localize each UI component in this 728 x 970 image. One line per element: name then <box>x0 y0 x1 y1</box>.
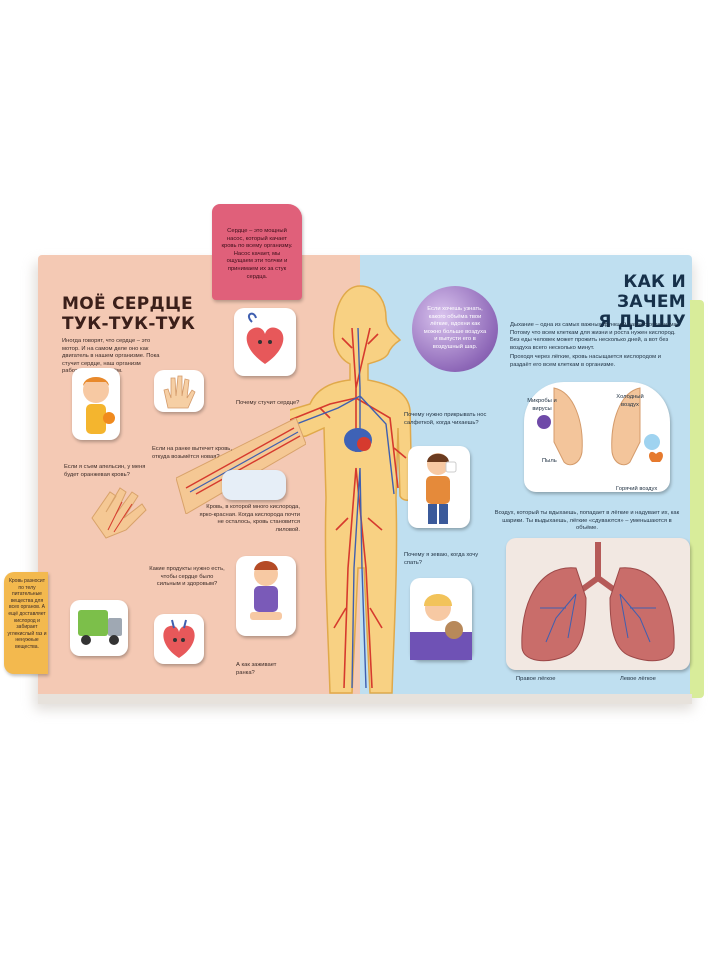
truck-icon <box>78 610 122 645</box>
question-healthy-food: Какие продукты нужно есть, чтобы сердце … <box>149 566 225 588</box>
question-tissue-sneeze: Почему нужно прикрывать нос салфеткой, к… <box>404 412 487 426</box>
question-orange-blood: Если я съем апельсин, у меня будет оранж… <box>64 464 146 478</box>
arm-popup[interactable] <box>176 418 306 514</box>
label-hot-air: Горячий воздух <box>616 486 658 492</box>
right-title: КАК И ЗАЧЕМ Я ДЫШУ <box>556 272 686 332</box>
yellow-pull-tab[interactable]: Кровь разносит по телу питательные вещес… <box>4 572 48 674</box>
question-yawn: Почему я зеваю, когда хочу спать? <box>404 552 479 566</box>
pink-tab-text: Сердце – это мощный насос, который качае… <box>221 228 293 280</box>
left-title: МОЁ СЕРДЦЕ ТУК-ТУК-ТУК <box>62 294 212 334</box>
left-title-line2: ТУК-ТУК-ТУК <box>62 314 196 334</box>
flap-blood-cells[interactable] <box>222 470 286 500</box>
veins <box>290 327 395 689</box>
pink-pull-tab[interactable]: Сердце – это мощный насос, который качае… <box>212 204 302 300</box>
book-edge <box>690 300 704 698</box>
hand-icon <box>163 375 196 409</box>
flap-boy-orange[interactable] <box>72 368 120 440</box>
right-title-line1: КАК И ЗАЧЕМ <box>616 272 686 312</box>
body-circulatory-illustration <box>290 285 413 694</box>
heart-pump-icon <box>246 312 284 364</box>
heart-character-icon <box>163 619 195 658</box>
right-intro-text-2: Проходя через лёгкие, кровь насыщается к… <box>510 354 661 368</box>
girl-wound-icon <box>250 561 282 620</box>
label-dust: Пыль <box>542 458 557 464</box>
balloon-text: Если хочешь узнать, какого объёма твои л… <box>423 306 487 350</box>
lungs-icon <box>521 542 675 662</box>
lungs-popup[interactable] <box>506 538 690 670</box>
balloon-bubble: Если хочешь узнать, какого объёма твои л… <box>412 286 498 372</box>
nose-popup[interactable] <box>524 382 670 492</box>
lungs-text: Воздух, который ты вдыхаешь, попадает в … <box>494 510 680 532</box>
yellow-tab-text: Кровь разносит по телу питательные вещес… <box>7 578 47 650</box>
question-heart-beats: Почему стучит сердце? <box>236 400 300 406</box>
hand-popup[interactable] <box>86 478 162 544</box>
label-right-lung: Правое лёгкое <box>516 676 556 682</box>
label-cold-air: Холодный воздух <box>616 394 644 408</box>
arteries <box>290 327 407 689</box>
flap-hand[interactable] <box>154 370 204 412</box>
left-title-line1: МОЁ СЕРДЦЕ <box>62 294 193 314</box>
boy-orange-icon <box>83 377 115 434</box>
body-silhouette <box>290 285 413 694</box>
sneezing-boy-icon <box>426 453 457 524</box>
right-intro-text-1: Дыхание – одна из самых важных функций н… <box>510 322 679 351</box>
flap-girl-wound[interactable] <box>236 556 296 636</box>
flap-heart-character[interactable] <box>154 614 204 664</box>
flap-delivery-truck[interactable] <box>70 600 128 656</box>
flap-boy-sneezing[interactable] <box>408 446 470 528</box>
question-wound-heal: А как заживает ранка? <box>236 662 277 676</box>
flap-heart-pump[interactable] <box>234 308 296 376</box>
blood-color-text: Кровь, в которой много кислорода, ярко-к… <box>199 504 301 533</box>
book-base <box>38 694 692 704</box>
nose-icon <box>537 387 663 466</box>
heart-right <box>357 437 371 451</box>
flap-girl-yawning[interactable] <box>410 578 472 660</box>
right-title-line2: Я ДЫШУ <box>598 312 686 332</box>
question-cut-bleeds: Если на ранке вытечет кровь, откуда возь… <box>152 446 232 460</box>
label-left-lung: Левое лёгкое <box>620 676 656 682</box>
yawning-girl-icon <box>410 594 472 660</box>
label-microbes: Микробы и вирусы <box>527 398 557 412</box>
